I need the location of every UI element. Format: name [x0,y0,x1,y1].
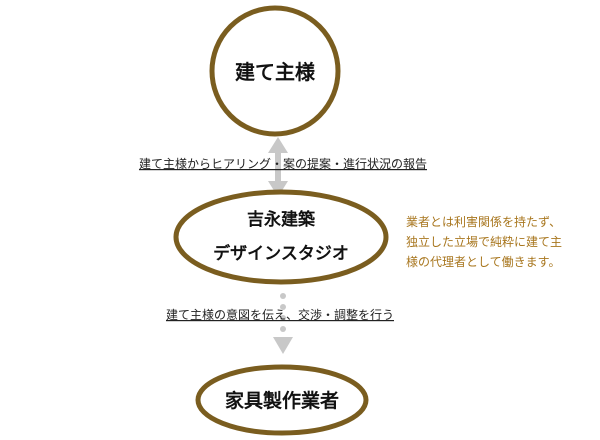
node-studio-label-line1: 吉永建築 [247,209,316,230]
connector-client-studio [268,137,288,197]
arrow-down-icon [273,337,293,354]
arrow-up-icon [268,137,288,153]
connector-dot [280,315,286,321]
edge-label-studio-contractor: 建て主様の意図を伝え、交渉・調整を行う [166,307,394,322]
connector-dot [280,326,286,332]
node-contractor: 家具製作業者 [195,364,369,436]
connector-dot [280,293,286,299]
node-studio-ring [173,189,389,285]
side-note: 業者とは利害関係を持たず、 独立した立場で純粋に建て主 様の代理者として働きます… [406,214,562,269]
arrow-down-icon [268,181,288,197]
node-contractor-ring [195,364,369,436]
node-studio: 吉永建築 デザインスタジオ [173,189,389,285]
node-client-ring [209,5,341,137]
node-contractor-label: 家具製作業者 [225,389,339,412]
node-client: 建て主様 [209,5,341,137]
side-note-line2: 独立した立場で純粋に建て主 [406,234,562,249]
edge-label-client-studio: 建て主様からヒアリング・案の提案・進行状況の報告 [139,156,427,171]
node-client-label: 建て主様 [235,60,316,84]
connector-studio-contractor [273,293,293,354]
node-studio-label-line2: デザインスタジオ [213,243,349,264]
side-note-line3: 様の代理者として働きます。 [406,255,560,269]
side-note-line1: 業者とは利害関係を持たず、 [406,214,561,229]
connector-dot [280,304,286,310]
